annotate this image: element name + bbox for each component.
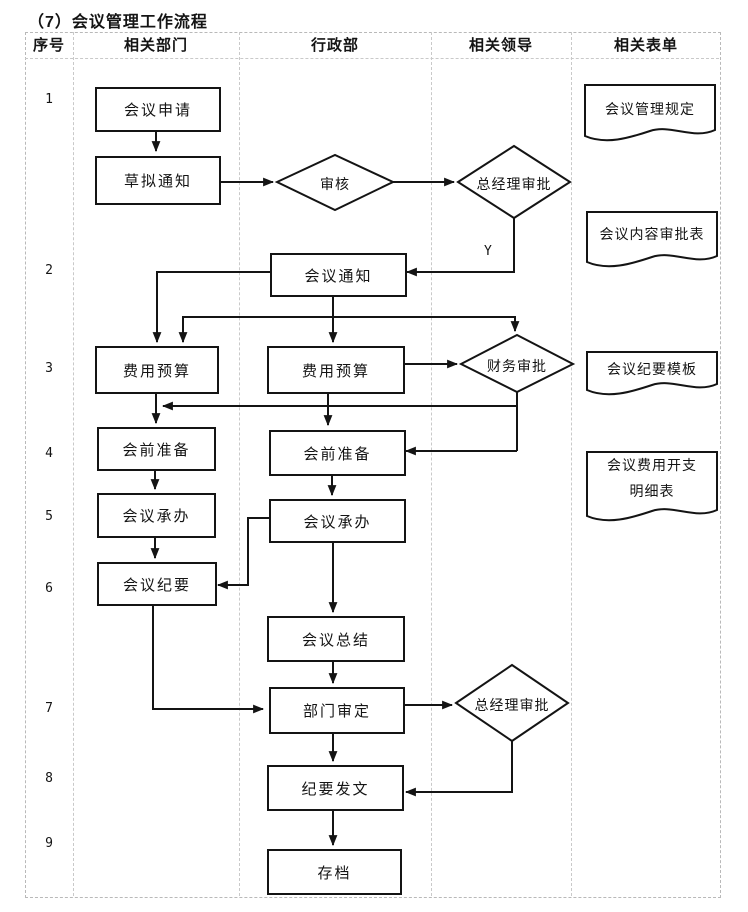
label-finance-approval: 财务审批 xyxy=(487,358,547,374)
label-yes-branch: Y xyxy=(484,244,492,259)
node-meeting-summary: 会议总结 xyxy=(267,616,405,662)
node-meeting-minutes: 会议纪要 xyxy=(97,562,217,606)
node-label: 存档 xyxy=(317,864,352,882)
page-title: （7）会议管理工作流程 xyxy=(28,14,208,31)
header-divider xyxy=(25,58,719,59)
node-label: 会议申请 xyxy=(123,102,192,119)
row-number: 1 xyxy=(45,92,53,107)
label-doc-expense-detail: 会议费用开支明细表 xyxy=(607,457,697,499)
diamond-finance-approval xyxy=(458,333,576,394)
node-minutes-issue: 纪要发文 xyxy=(267,765,404,811)
arrow-gm2-issue xyxy=(404,741,513,797)
row-number: 8 xyxy=(45,771,53,786)
node-draft-notice: 草拟通知 xyxy=(95,156,221,205)
label-gm-approval-1: 总经理审批 xyxy=(476,176,552,192)
node-label: 草拟通知 xyxy=(123,173,192,190)
diamond-gm-approval-2 xyxy=(454,663,570,743)
node-label: 费用预算 xyxy=(122,362,191,380)
column-header-dept: 相关部门 xyxy=(123,37,188,54)
table-frame xyxy=(25,32,721,898)
row-number: 5 xyxy=(45,509,53,524)
column-divider xyxy=(73,32,74,896)
node-prep-admin: 会前准备 xyxy=(269,430,406,476)
column-divider xyxy=(571,32,572,896)
column-header-admin: 行政部 xyxy=(310,37,359,54)
node-label: 费用预算 xyxy=(301,362,370,380)
node-archive: 存档 xyxy=(267,849,402,895)
node-prep-dept: 会前准备 xyxy=(97,427,216,471)
arrow-gm1-notice xyxy=(405,218,515,277)
column-divider xyxy=(431,32,432,896)
arrow-branch-budget-dept xyxy=(178,316,333,344)
document-content-approval xyxy=(586,211,718,268)
node-label: 会前准备 xyxy=(303,445,372,463)
label-doc-minutes-template: 会议纪要模板 xyxy=(607,361,697,377)
document-regulation xyxy=(584,84,716,142)
node-host-dept: 会议承办 xyxy=(97,493,216,538)
row-number: 9 xyxy=(45,836,53,851)
column-header-leaders: 相关领导 xyxy=(468,37,533,54)
node-label: 会议总结 xyxy=(301,631,370,649)
row-number: 4 xyxy=(45,446,53,461)
node-label: 会前准备 xyxy=(122,441,191,459)
document-minutes-template xyxy=(586,351,718,396)
document-shapes xyxy=(584,84,718,522)
node-label: 会议承办 xyxy=(122,508,191,525)
node-label: 部门审定 xyxy=(302,703,371,720)
row-number: 7 xyxy=(45,701,53,716)
node-label: 纪要发文 xyxy=(301,780,370,798)
node-budget-admin: 费用预算 xyxy=(267,346,405,394)
column-header-forms: 相关表单 xyxy=(613,37,678,54)
row-number: 2 xyxy=(45,263,53,278)
node-label: 会议通知 xyxy=(304,267,373,285)
node-host-admin: 会议承办 xyxy=(269,499,406,543)
column-header-seq: 序号 xyxy=(32,37,65,54)
node-budget-dept: 费用预算 xyxy=(95,346,219,394)
arrow-notice-budget-dept xyxy=(152,271,270,344)
node-meeting-notice: 会议通知 xyxy=(270,253,407,297)
arrow-minutes-dept-review xyxy=(152,602,265,714)
row-number: 6 xyxy=(45,581,53,596)
label-gm-approval-2: 总经理审批 xyxy=(474,697,550,713)
node-meeting-application: 会议申请 xyxy=(95,87,221,132)
flow-arrows xyxy=(150,128,520,847)
node-label: 会议纪要 xyxy=(122,576,191,594)
decision-shapes xyxy=(274,144,576,743)
row-number: 3 xyxy=(45,361,53,376)
label-doc-regulation: 会议管理规定 xyxy=(605,101,695,117)
label-doc-content-approval: 会议内容审批表 xyxy=(599,226,705,242)
column-divider xyxy=(239,32,240,896)
document-expense-detail xyxy=(586,451,718,522)
label-review: 审核 xyxy=(320,176,350,192)
arrow-branch-finance xyxy=(333,316,520,333)
diamond-gm-approval-1 xyxy=(456,144,572,220)
diamond-review xyxy=(274,153,396,212)
node-dept-review: 部门审定 xyxy=(269,687,405,734)
node-label: 会议承办 xyxy=(303,513,372,531)
arrow-host-admin-minutes xyxy=(216,517,269,590)
